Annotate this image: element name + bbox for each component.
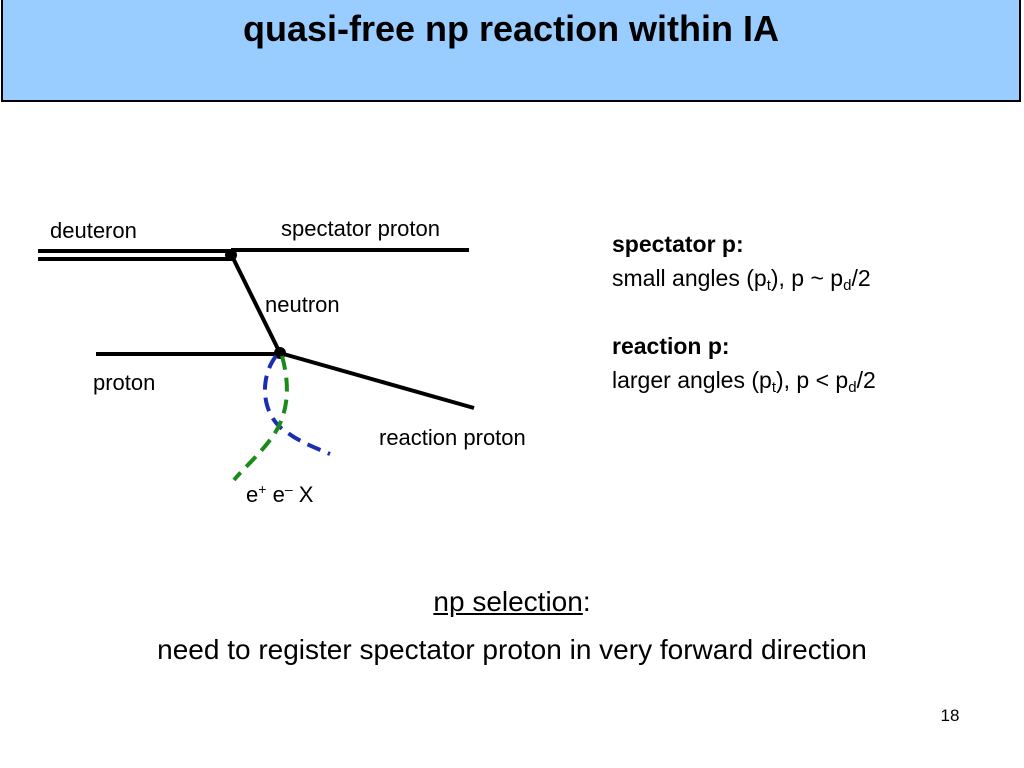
reaction-proton-label: reaction proton bbox=[379, 425, 526, 450]
green-dashed-arc bbox=[232, 355, 289, 482]
x-label: X bbox=[298, 482, 314, 507]
e-plus-sup: + bbox=[258, 481, 267, 497]
spectator-description: small angles (pt), p ~ pd/2 bbox=[612, 265, 871, 294]
selection-requirement: need to register spectator proton in ver… bbox=[157, 634, 867, 665]
reaction-description: larger angles (pt), p < pd/2 bbox=[612, 367, 876, 396]
spectator-heading: spectator p: bbox=[612, 231, 744, 257]
e-minus-sup: – bbox=[284, 481, 293, 497]
page-number: 18 bbox=[940, 706, 960, 725]
np-selection-label: np selection bbox=[433, 586, 583, 617]
reaction-heading: reaction p: bbox=[612, 333, 730, 359]
deuteron-label: deuteron bbox=[50, 218, 137, 243]
neutron-line bbox=[229, 253, 282, 354]
reaction-proton-line bbox=[279, 351, 475, 410]
spectator-proton-label: spectator proton bbox=[281, 216, 440, 241]
slide-title: quasi-free np reaction within IA bbox=[242, 8, 780, 49]
proton-label: proton bbox=[93, 370, 156, 395]
e-plus-base: e bbox=[246, 482, 259, 507]
title-bar: quasi-free np reaction within IA bbox=[1, 0, 1021, 102]
vertex-deuteron bbox=[225, 249, 237, 261]
neutron-label: neutron bbox=[265, 292, 340, 317]
ee-x-label: e+ e– X bbox=[246, 482, 313, 508]
np-selection-heading: np selection: bbox=[433, 586, 591, 617]
blue-dashed-arc bbox=[262, 354, 331, 456]
e-minus-base: e bbox=[272, 482, 285, 507]
